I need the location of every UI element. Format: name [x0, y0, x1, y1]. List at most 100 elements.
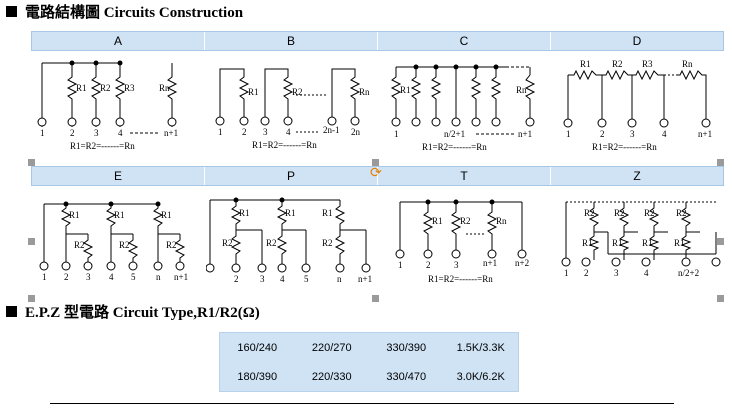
pin-label: n+1 — [698, 129, 712, 139]
resistance-table: 160/240 220/270 330/390 1.5K/3.3K 180/39… — [219, 332, 519, 392]
pin-label: 4 — [109, 272, 114, 282]
resize-handle[interactable] — [28, 295, 35, 302]
resistor-label: R1 — [674, 238, 685, 248]
resistor-label: R1 — [69, 210, 80, 220]
header-p: P — [205, 167, 378, 185]
construction-heading: 電路結構圖 Circuits Construction — [6, 1, 243, 21]
resize-handle[interactable] — [372, 295, 379, 302]
resistor-label: Rn — [159, 83, 170, 93]
pin-label: n/2+2 — [678, 268, 699, 278]
diagram-t: R1 R2 Rn 1 2 3 n+1 n+2 R1=R2=------=Rn — [382, 190, 547, 290]
pin-label: 5 — [304, 274, 309, 284]
formula: R1=R2=------=Rn — [70, 141, 135, 151]
header-b: B — [205, 32, 378, 50]
pin-label: 4 — [286, 127, 291, 137]
resize-handle[interactable] — [717, 238, 724, 245]
table-cell: 220/330 — [311, 370, 352, 383]
pin-label: 3 — [454, 260, 459, 270]
pin-label: 2n-1 — [323, 125, 340, 135]
resize-handle[interactable] — [28, 238, 35, 245]
resize-handle[interactable] — [717, 295, 724, 302]
diagram-a: R1 R2 R3 Rn 1 2 3 4 n+1 R1=R2=------=Rn — [36, 55, 201, 155]
pin-label: 2 — [64, 272, 69, 282]
bullet-square-icon — [6, 5, 17, 17]
header-c: C — [378, 32, 551, 50]
resistor-label: R3 — [642, 59, 653, 69]
resistor-label: R1 — [432, 216, 443, 226]
pin-label: n — [156, 272, 161, 282]
formula: R1=R2=------=Rn — [428, 274, 493, 284]
circuit-type-heading: E.P.Z 型電路 Circuit Type,R1/R2(Ω) — [6, 301, 260, 321]
header-d: D — [632, 34, 642, 48]
pin-label: 1 — [566, 129, 571, 139]
resistor-label: R1 — [161, 210, 172, 220]
pin-label: 3 — [614, 268, 619, 278]
pin-label: 4 — [118, 128, 123, 138]
resistor-label: R2 — [614, 208, 625, 218]
table-cell: 220/270 — [311, 341, 352, 354]
pin-label: 1 — [218, 127, 223, 137]
resistor-label: R2 — [612, 59, 623, 69]
rotate-handle-icon[interactable]: ⟳ — [370, 165, 382, 181]
pin-label: 3 — [263, 127, 268, 137]
pin-label: n+1 — [174, 272, 188, 282]
formula: R1=R2=------=Rn — [252, 140, 317, 150]
formula: R1=R2=------=Rn — [422, 142, 487, 152]
resistor-label: R1 — [580, 59, 591, 69]
table-cell: 160/240 — [237, 341, 278, 354]
pin-label: 2 — [234, 274, 239, 284]
diagram-d: R1 R2 R3 Rn 1 2 3 4 n+1 R1=R2=------=Rn — [556, 55, 721, 155]
pin-label: 1 — [398, 260, 403, 270]
resistor-label: R1 — [322, 208, 333, 218]
pin-label: n/2+1 — [444, 129, 465, 139]
pin-label: 2 — [70, 128, 75, 138]
resistor-label: R2 — [676, 208, 687, 218]
bullet-square-icon — [6, 305, 17, 317]
diagram-c: R1 Rn 1 n/2+1 n+1 R1=R2=------=Rn — [382, 55, 547, 155]
pin-label: 3 — [94, 128, 99, 138]
resistor-label: R2 — [460, 216, 471, 226]
resistor-label: R2 — [74, 240, 85, 250]
pin-label: 3 — [630, 129, 635, 139]
resistor-label: R1 — [239, 208, 250, 218]
header-row-1: A B C D — [31, 31, 724, 51]
pin-label: 5 — [131, 272, 136, 282]
header-row-2: E P T Z — [31, 166, 724, 186]
pin-label: n+1 — [164, 128, 178, 138]
table-cell: 180/390 — [237, 370, 278, 383]
resistor-label: R2 — [222, 238, 233, 248]
pin-label: n — [337, 274, 342, 284]
construction-title: 電路結構圖 Circuits Construction — [25, 4, 244, 21]
resistor-label: Rn — [359, 87, 370, 97]
header-e: E — [32, 167, 205, 185]
diagram-b: R1 R2 Rn 1 2 3 4 2n-1 2n R1=R2=------=Rn — [210, 55, 375, 155]
pin-label: 3 — [260, 274, 265, 284]
resistor-label: Rn — [516, 85, 527, 95]
pin-label: 4 — [644, 268, 649, 278]
resistor-label: R2 — [644, 208, 655, 218]
resistor-label: R2 — [119, 240, 130, 250]
pin-label: 1 — [40, 128, 45, 138]
pin-label: n+2 — [515, 258, 529, 268]
pin-label: n+1 — [483, 258, 497, 268]
resistor-label: R3 — [124, 83, 135, 93]
table-cell: 330/390 — [386, 341, 427, 354]
bottom-divider — [50, 403, 674, 404]
circuit-type-title: E.P.Z 型電路 Circuit Type,R1/R2(Ω) — [25, 304, 260, 321]
header-a: A — [32, 32, 205, 50]
formula: R1=R2=------=Rn — [592, 142, 657, 152]
header-t: T — [378, 167, 551, 185]
resize-handle[interactable] — [717, 159, 724, 166]
header-z: Z — [633, 169, 641, 183]
resistor-label: R1 — [612, 238, 623, 248]
pin-label: n+1 — [358, 274, 372, 284]
pin-label: 4 — [662, 129, 667, 139]
pin-label: 1 — [42, 272, 47, 282]
resize-handle[interactable] — [372, 159, 379, 166]
pin-label: 2 — [426, 260, 431, 270]
resize-handle[interactable] — [28, 159, 35, 166]
table-cell: 3.0K/6.2K — [456, 370, 505, 383]
pin-label: 2 — [600, 129, 605, 139]
pin-label: 1 — [394, 129, 399, 139]
pin-label: 2n — [351, 127, 361, 137]
